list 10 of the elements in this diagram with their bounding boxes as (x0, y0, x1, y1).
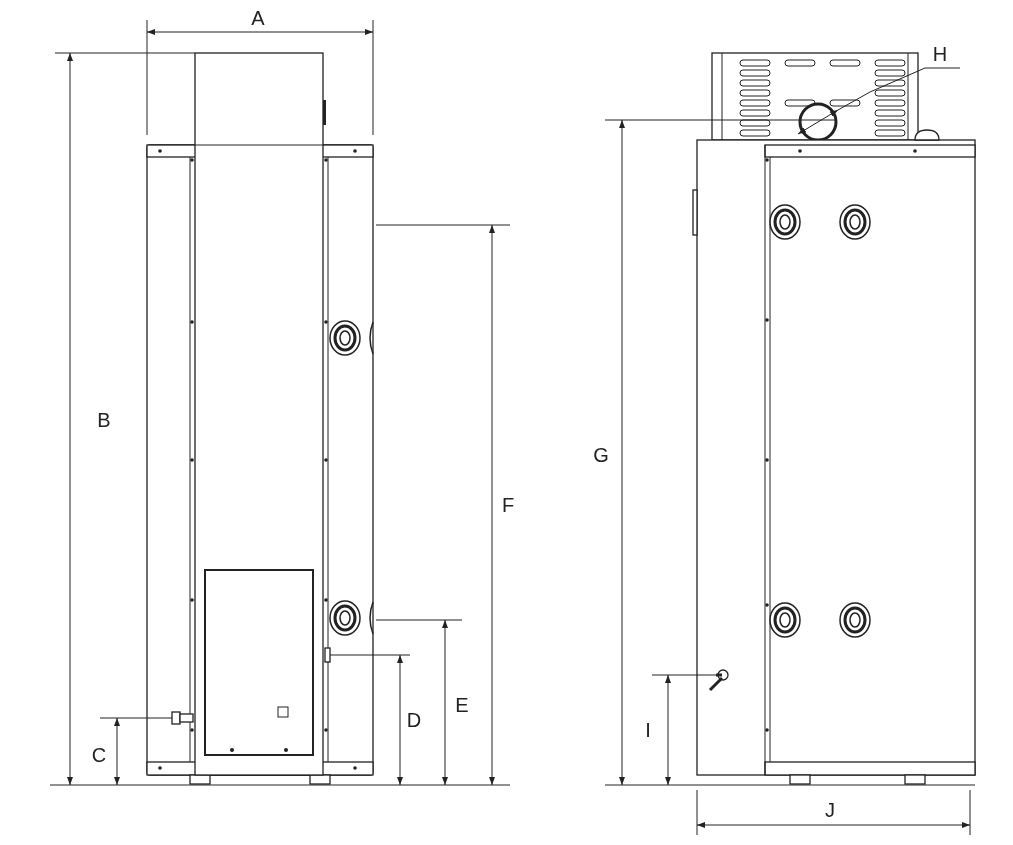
dimension-label: E (455, 695, 469, 715)
dimension-label: B (97, 410, 111, 430)
dimension-label: H (932, 44, 948, 64)
dimension-label: A (251, 8, 265, 28)
dimension-label: F (501, 495, 515, 515)
dimension-label: J (825, 800, 835, 820)
dimension-label: C (91, 745, 107, 765)
dimension-label: I (645, 720, 651, 740)
dimension-label: G (593, 445, 609, 465)
dimension-label: D (406, 710, 422, 730)
